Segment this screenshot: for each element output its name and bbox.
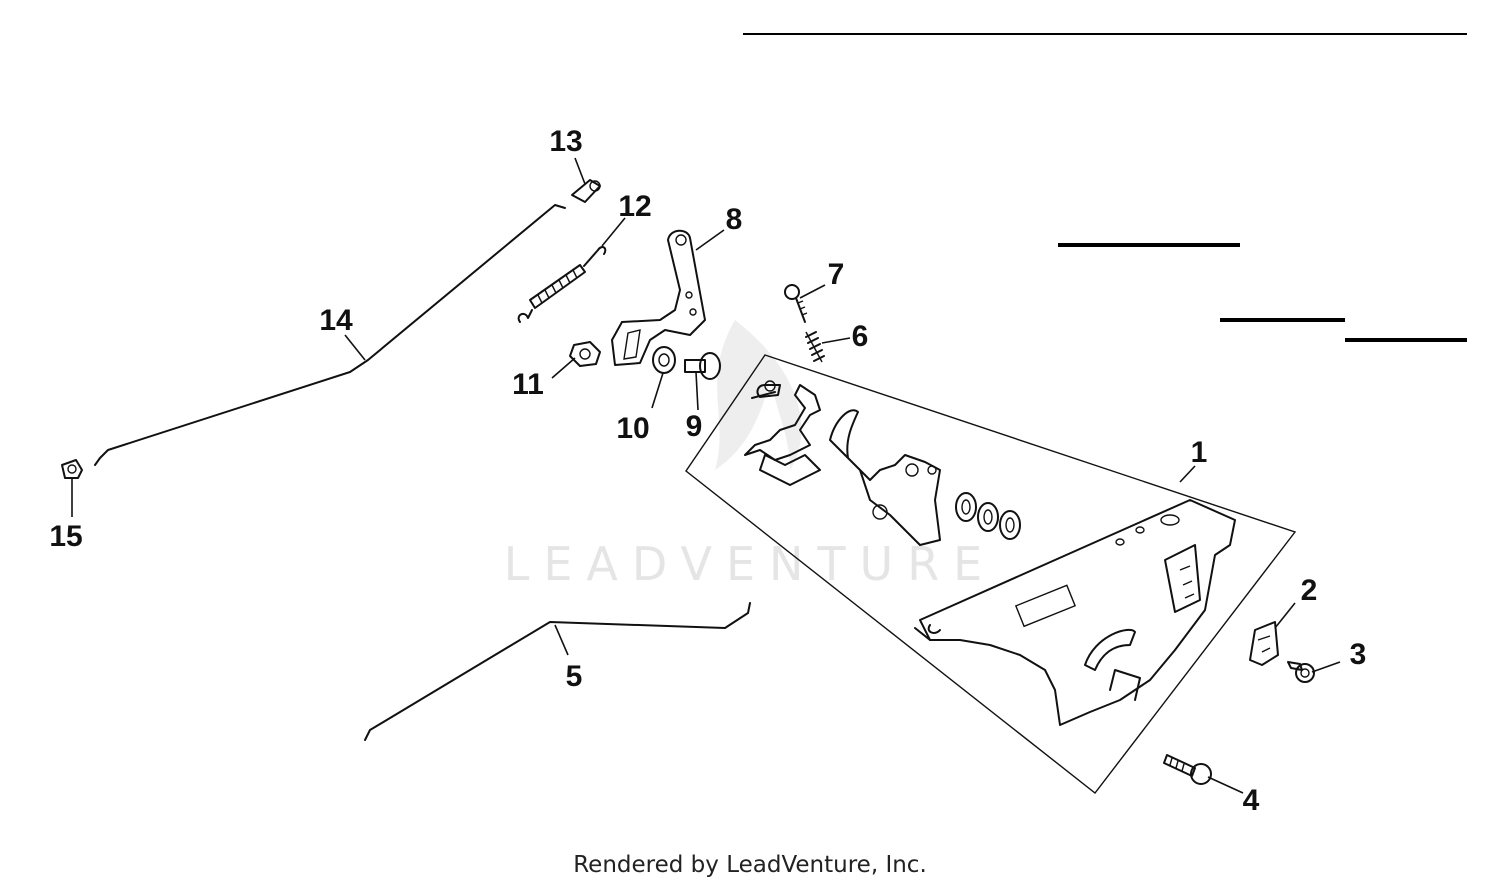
- callout-9: 9: [686, 410, 703, 443]
- part-5-governor-rod: [364, 602, 751, 741]
- callout-6: 6: [852, 320, 869, 353]
- callout-4: 4: [1243, 784, 1260, 817]
- part-6-spring: [805, 331, 825, 363]
- assembly-frame: [685, 354, 1297, 794]
- part-10-washer: [652, 346, 676, 374]
- callout-12: 12: [618, 190, 651, 223]
- part-12-extension-spring: [517, 246, 607, 323]
- watermark-text: LEADVENTURE: [504, 537, 997, 591]
- part-15-bushing: [61, 459, 83, 479]
- part-4-bolt: [1163, 754, 1212, 785]
- callout-13: 13: [549, 125, 582, 158]
- callout-5: 5: [566, 660, 583, 693]
- part-8-control-bracket: [611, 229, 706, 366]
- callout-14: 14: [319, 304, 353, 337]
- callout-labels: 1 2 3 4 5 6 7 8 9 10 11 12 13 14 15: [49, 125, 1366, 817]
- callout-11: 11: [512, 368, 544, 401]
- watermark: LEADVENTURE: [504, 320, 997, 591]
- callout-15: 15: [49, 520, 82, 553]
- part-9-shoulder-bolt: [684, 352, 721, 380]
- callout-3: 3: [1350, 638, 1367, 671]
- rendered-by-footer: Rendered by LeadVenture, Inc.: [573, 852, 927, 878]
- callout-7: 7: [828, 258, 845, 291]
- part-13-rod-clip: [571, 179, 601, 203]
- part-11-nut: [569, 341, 601, 367]
- part-14-throttle-rod: [94, 204, 566, 466]
- part-2-cable-clip: [1249, 621, 1279, 666]
- callout-10: 10: [616, 412, 649, 445]
- part-1-control-plate: [914, 499, 1236, 726]
- callout-2: 2: [1301, 574, 1318, 607]
- governor-lever-subassembly: [744, 380, 1021, 546]
- callout-1: 1: [1191, 436, 1208, 469]
- part-7-screw: [784, 284, 808, 323]
- part-3-screw: [1287, 661, 1315, 683]
- header-rules: [743, 33, 1467, 342]
- leader-lines: [71, 157, 1341, 794]
- callout-8: 8: [726, 203, 743, 236]
